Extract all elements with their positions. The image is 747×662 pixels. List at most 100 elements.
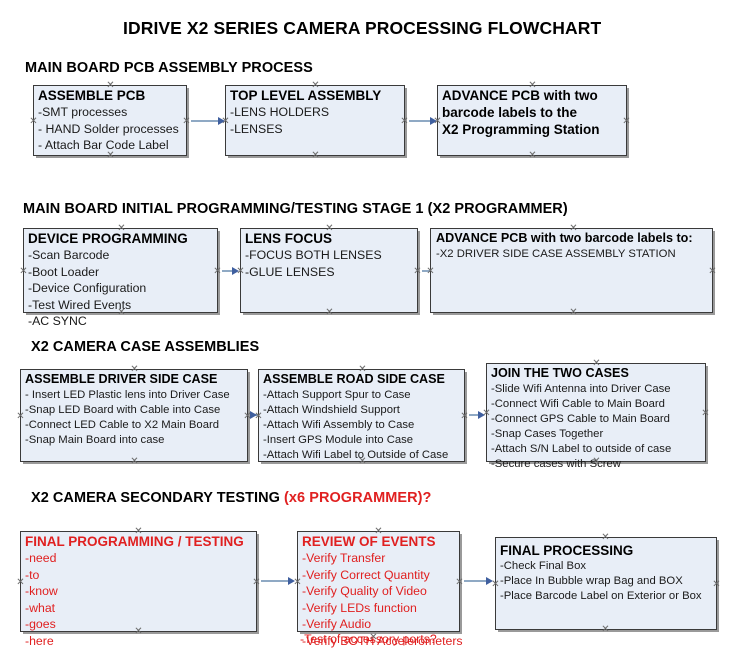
box-line: -need <box>25 551 57 565</box>
box-line: -LENS HOLDERS <box>230 105 330 119</box>
box-title: DEVICE PROGRAMMING <box>28 231 188 246</box>
box-title: TOP LEVEL ASSEMBLY <box>230 88 382 103</box>
process-box-device-programming[interactable]: DEVICE PROGRAMMING -Scan Barcode -Boot L… <box>23 228 218 328</box>
box-line: - Insert LED Plastic lens into Driver Ca… <box>25 389 230 401</box>
box-title: ASSEMBLE PCB <box>38 88 146 103</box>
box-line: -Verify Transfer <box>302 551 386 565</box>
box-line: -Place In Bubble wrap Bag and BOX <box>500 575 683 587</box>
box-title: LENS FOCUS <box>245 231 333 246</box>
box-title: REVIEW OF EVENTS <box>302 534 436 549</box>
box-line: -Check Final Box <box>500 560 587 572</box>
box-line: -FOCUS BOTH LENSES <box>245 248 382 262</box>
connector-arrow <box>191 120 220 122</box>
section-heading-2: MAIN BOARD INITIAL PROGRAMMING/TESTING S… <box>23 201 568 217</box>
box-line: -here <box>25 633 54 648</box>
connector-handle-left[interactable] <box>16 578 25 587</box>
box-line: - HAND Solder processes <box>38 121 179 136</box>
box-title: FINAL PROCESSING <box>500 543 634 558</box>
connector-handle-bottom[interactable] <box>369 633 378 642</box>
box-line: -Verify BOTH Accelerometers <box>302 633 463 648</box>
connector-arrow <box>422 270 435 272</box>
box-title: ADVANCE PCB with two barcode labels to: <box>436 231 693 245</box>
process-box-assemble-road-side-case[interactable]: ASSEMBLE ROAD SIDE CASE -Attach Support … <box>258 369 465 462</box>
arrowhead-icon <box>232 266 239 275</box>
box-title: JOIN THE TWO CASES <box>491 366 629 380</box>
arrowhead-icon <box>478 410 485 419</box>
section-heading-4: X2 CAMERA SECONDARY TESTING (x6 PROGRAMM… <box>31 490 431 506</box>
box-line: -what <box>25 600 56 615</box>
process-box-assemble-pcb[interactable]: ASSEMBLE PCB -SMT processes - HAND Solde… <box>33 85 187 156</box>
process-box-join-the-two-cases[interactable]: JOIN THE TWO CASES -Slide Wifi Antenna i… <box>486 363 706 470</box>
arrowhead-icon <box>288 576 295 585</box>
connector-arrow <box>251 414 263 416</box>
box-line: -Slide Wifi Antenna into Driver Case <box>491 383 671 395</box>
connector-handle-bottom[interactable] <box>130 457 139 466</box>
box-line: -goes <box>25 617 56 632</box>
box-line: -Verify Quality of Video <box>302 584 427 599</box>
connector-handle-bottom[interactable] <box>528 151 537 160</box>
box-title: ASSEMBLE ROAD SIDE CASE <box>263 372 445 386</box>
box-title-line2: barcode labels to the <box>442 105 578 120</box>
process-box-advance-pcb-driver-side-case[interactable]: ADVANCE PCB with two barcode labels to: … <box>430 228 713 313</box>
box-line: -Connect GPS Cable to Main Board <box>491 413 670 425</box>
connector-handle-top[interactable] <box>601 533 610 542</box>
box-line: -AC SYNC <box>28 314 87 329</box>
box-line: -Attach Wifi Assembly to Case <box>263 419 415 431</box>
connector-handle-left[interactable] <box>16 412 25 421</box>
box-title: ASSEMBLE DRIVER SIDE CASE <box>25 372 218 386</box>
box-line: -know <box>25 584 58 599</box>
box-line: -Attach Wifi Label to Outside of Case <box>263 449 449 461</box>
box-line: -Place Barcode Label on Exterior or Box <box>500 590 702 602</box>
connector-arrow <box>222 270 235 272</box>
connector-arrow <box>464 580 489 582</box>
arrowhead-icon <box>486 576 493 585</box>
box-line: -to <box>25 567 40 582</box>
arrowhead-icon <box>250 410 257 419</box>
box-title: FINAL PROGRAMMING / TESTING <box>25 534 244 549</box>
connector-arrow <box>469 414 483 416</box>
box-line: -Snap LED Board with Cable into Case <box>25 404 221 416</box>
box-line: -Boot Loader <box>28 264 100 279</box>
box-line: -Verify Correct Quantity <box>302 567 430 582</box>
section-heading-4-text: X2 CAMERA SECONDARY TESTING <box>31 490 285 506</box>
process-box-final-processing[interactable]: FINAL PROCESSING -Check Final Box -Place… <box>495 537 717 630</box>
box-line: -Test Wired Events <box>28 297 132 312</box>
connector-handle-bottom[interactable] <box>325 308 334 317</box>
box-line: -Scan Barcode <box>28 248 110 262</box>
box-line: -Verify Audio <box>302 617 372 632</box>
section-heading-3: X2 CAMERA CASE ASSEMBLIES <box>31 339 260 355</box>
box-line: -GLUE LENSES <box>245 264 335 279</box>
box-line: - Attach Bar Code Label <box>38 138 169 153</box>
process-box-lens-focus[interactable]: LENS FOCUS -FOCUS BOTH LENSES -GLUE LENS… <box>240 228 418 313</box>
section-heading-1: MAIN BOARD PCB ASSEMBLY PROCESS <box>25 60 313 76</box>
process-box-review-of-events[interactable]: REVIEW OF EVENTS -Verify Transfer -Verif… <box>297 531 463 648</box>
arrowhead-icon <box>218 116 225 125</box>
connector-handle-bottom[interactable] <box>601 625 610 634</box>
box-line: -Snap Cases Together <box>491 428 604 440</box>
connector-handle-right[interactable] <box>708 267 717 276</box>
page-title: IDRIVE X2 SERIES CAMERA PROCESSING FLOWC… <box>123 18 602 38</box>
box-line: -Verify LEDs function <box>302 600 417 615</box>
connector-arrow <box>261 580 292 582</box>
box-line: -Attach Windshield Support <box>263 404 400 416</box>
connector-handle-left[interactable] <box>29 117 38 126</box>
box-line: -Secure cases with Screw <box>491 458 621 470</box>
box-line: -Connect Wifi Cable to Main Board <box>491 398 665 410</box>
connector-handle-bottom[interactable] <box>311 151 320 160</box>
box-line: -Attach Support Spur to Case <box>263 389 411 401</box>
process-box-top-level-assembly[interactable]: TOP LEVEL ASSEMBLY -LENS HOLDERS -LENSES <box>225 85 405 156</box>
connector-arrow <box>409 120 432 122</box>
process-box-advance-pcb-programming-station[interactable]: ADVANCE PCB with two barcode labels to t… <box>437 85 627 156</box>
connector-handle-left[interactable] <box>19 267 28 276</box>
box-line: -Device Configuration <box>28 281 147 296</box>
box-line: -LENSES <box>230 121 283 136</box>
box-title-line3: X2 Programming Station <box>442 122 600 137</box>
connector-handle-bottom[interactable] <box>569 308 578 317</box>
process-box-final-programming-testing[interactable]: FINAL PROGRAMMING / TESTING -need -to -k… <box>20 531 257 648</box>
box-line: -X2 DRIVER SIDE CASE ASSEMBLY STATION <box>436 248 676 260</box>
box-line: -SMT processes <box>38 105 128 119</box>
box-title: ADVANCE PCB with two <box>442 88 598 103</box>
process-box-assemble-driver-side-case[interactable]: ASSEMBLE DRIVER SIDE CASE - Insert LED P… <box>20 369 248 462</box>
box-line: -Snap Main Board into case <box>25 434 165 446</box>
